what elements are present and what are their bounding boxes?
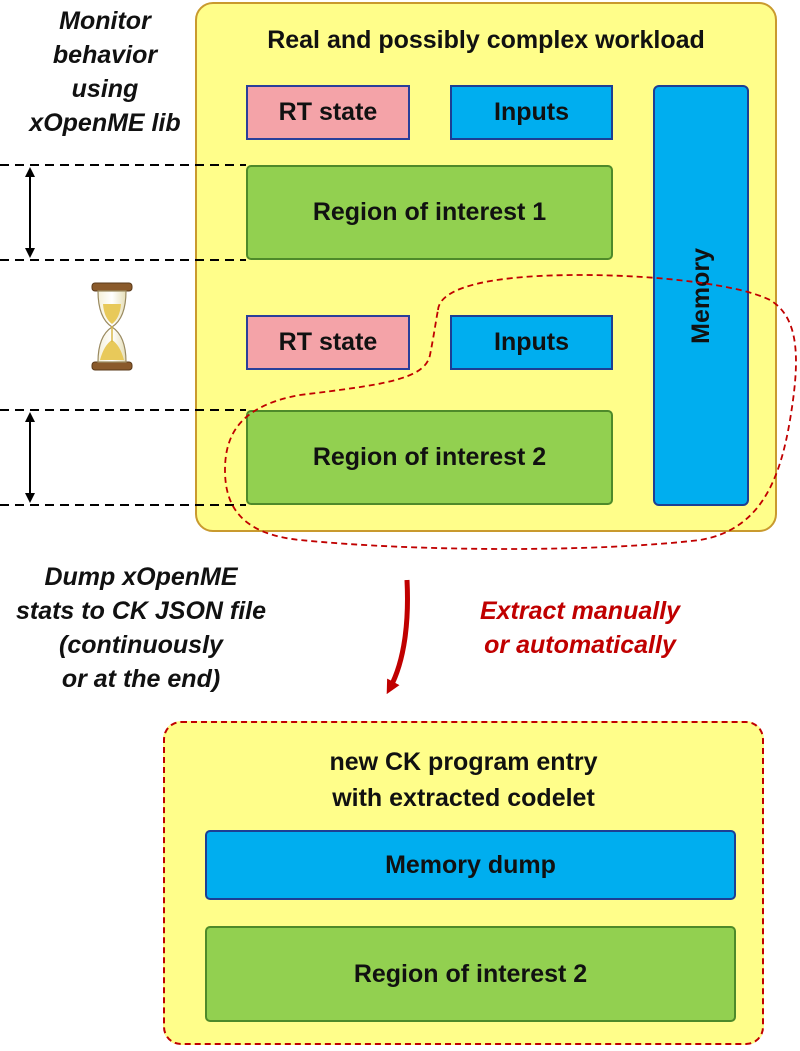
dump-label: Dump xOpenME stats to CK JSON file (cont… (0, 560, 282, 696)
new-entry-title-line: new CK program entry (329, 748, 598, 776)
new-entry-title-line: with extracted codelet (332, 784, 595, 812)
dump-label-line: (continuously (59, 631, 223, 659)
extract-label-line: Extract manually (479, 597, 681, 625)
extract-label-line: or automatically (484, 631, 676, 659)
hourglass-icon (91, 282, 133, 371)
inputs-box-2: Inputs (450, 315, 613, 370)
dump-label-line: Dump xOpenME (44, 563, 238, 591)
memory-dump-box: Memory dump (205, 830, 736, 900)
inputs-box-1: Inputs (450, 85, 613, 140)
monitor-label: Monitor behavior using xOpenME lib (10, 4, 200, 140)
new-entry-region-box: Region of interest 2 (205, 926, 736, 1022)
monitor-label-line: xOpenME lib (29, 109, 181, 137)
workload-title: Real and possibly complex workload (267, 26, 705, 54)
extraction-region-outline (224, 274, 797, 550)
rt-state-box-2: RT state (246, 315, 410, 370)
monitor-label-line: behavior (52, 41, 158, 69)
region-of-interest-1-box: Region of interest 1 (246, 165, 613, 260)
monitor-label-line: using (71, 75, 139, 103)
region-of-interest-2-box: Region of interest 2 (246, 410, 613, 505)
extract-label: Extract manually or automatically (440, 594, 720, 662)
dump-label-line: stats to CK JSON file (15, 597, 267, 625)
new-entry-title: new CK program entry with extracted code… (163, 744, 764, 816)
monitor-label-line: Monitor (59, 7, 151, 35)
rt-state-box-1: RT state (246, 85, 410, 140)
extract-arrow (386, 579, 410, 695)
memory-box: Memory (653, 85, 749, 506)
dump-label-line: or at the end) (61, 665, 221, 693)
